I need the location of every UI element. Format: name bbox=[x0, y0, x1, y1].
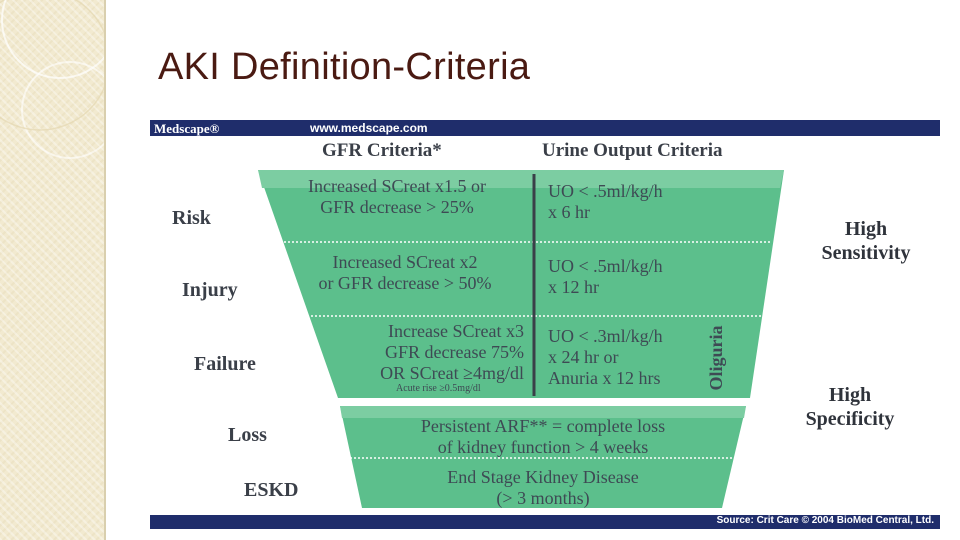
stage-failure: Failure bbox=[194, 353, 256, 375]
decorative-side-strip bbox=[0, 0, 106, 540]
outcome-eskd-text: End Stage Kidney Disease (> 3 months) bbox=[364, 467, 722, 509]
urine-criteria-failure: UO < .3ml/kg/h x 24 hr or Anuria x 12 hr… bbox=[548, 326, 718, 389]
strip-border bbox=[104, 0, 106, 540]
high-sensitivity-line-2: Sensitivity bbox=[821, 242, 911, 264]
figure-footer-bar: Source: Crit Care © 2004 BioMed Central,… bbox=[150, 515, 940, 529]
lower-funnel bbox=[340, 406, 746, 508]
high-specificity-line-1: High bbox=[828, 384, 872, 406]
outcome-loss-text: Persistent ARF** = complete loss of kidn… bbox=[356, 416, 730, 458]
loss-line-2: of kidney function > 4 weeks bbox=[437, 437, 649, 457]
gfr-criteria-failure: Increase SCreat x3 GFR decrease 75% OR S… bbox=[284, 321, 524, 384]
eskd-line-2: (> 3 months) bbox=[496, 488, 590, 508]
urine-output-criteria-header: Urine Output Criteria bbox=[542, 140, 723, 161]
high-specificity-label: High Specificity bbox=[780, 383, 920, 431]
rifle-criteria-figure: Medscape® www.medscape.com GFR Criteria*… bbox=[150, 118, 940, 531]
urine-failure-line-2: x 24 hr or bbox=[548, 347, 619, 367]
urine-injury-line-2: x 12 hr bbox=[548, 277, 599, 297]
decorative-circles bbox=[0, 0, 106, 159]
funnel-diagram bbox=[258, 170, 784, 508]
high-sensitivity-label: High Sensitivity bbox=[796, 217, 936, 265]
urine-failure-line-1: UO < .3ml/kg/h bbox=[548, 326, 663, 346]
gfr-risk-line-1: Increased SCreat x1.5 or bbox=[308, 176, 486, 196]
high-sensitivity-line-1: High bbox=[844, 218, 888, 240]
loss-line-1: Persistent ARF** = complete loss bbox=[420, 416, 666, 436]
upper-funnel-highlight bbox=[258, 170, 784, 188]
gfr-risk-line-2: GFR decrease > 25% bbox=[320, 197, 474, 217]
medscape-logo: Medscape® bbox=[154, 121, 220, 136]
site-url: www.medscape.com bbox=[310, 121, 428, 135]
eskd-line-1: End Stage Kidney Disease bbox=[447, 467, 639, 487]
lower-funnel-highlight bbox=[340, 406, 746, 418]
gfr-failure-line-2: GFR decrease 75% bbox=[385, 342, 524, 362]
gfr-failure-line-1: Increase SCreat x3 bbox=[388, 321, 524, 341]
slide-title: AKI Definition-Criteria bbox=[158, 46, 531, 88]
urine-injury-line-1: UO < .5ml/kg/h bbox=[548, 256, 663, 276]
gfr-injury-line-2: or GFR decrease > 50% bbox=[318, 273, 492, 293]
urine-risk-line-2: x 6 hr bbox=[548, 202, 590, 222]
gfr-criteria-injury: Increased SCreat x2 or GFR decrease > 50… bbox=[286, 252, 524, 294]
upper-funnel bbox=[258, 170, 784, 398]
outcome-eskd: ESKD bbox=[244, 479, 299, 501]
gfr-criteria-risk: Increased SCreat x1.5 or GFR decrease > … bbox=[272, 176, 522, 218]
oliguria-label: Oliguria bbox=[706, 325, 726, 391]
gfr-failure-note: Acute rise ≥0.5mg/dl bbox=[396, 383, 481, 394]
stage-injury: Injury bbox=[182, 279, 238, 301]
source-credit: Source: Crit Care © 2004 BioMed Central,… bbox=[716, 515, 934, 526]
outcome-loss: Loss bbox=[228, 424, 267, 446]
gfr-failure-line-3: OR SCreat ≥4mg/dl bbox=[380, 363, 524, 383]
gfr-injury-line-1: Increased SCreat x2 bbox=[332, 252, 478, 272]
urine-risk-line-1: UO < .5ml/kg/h bbox=[548, 181, 663, 201]
stage-risk: Risk bbox=[172, 207, 211, 229]
high-specificity-line-2: Specificity bbox=[805, 408, 895, 430]
figure-header-bar: Medscape® www.medscape.com bbox=[150, 120, 940, 136]
gfr-criteria-header: GFR Criteria* bbox=[322, 140, 442, 161]
urine-criteria-injury: UO < .5ml/kg/h x 12 hr bbox=[548, 256, 748, 298]
urine-failure-line-3: Anuria x 12 hrs bbox=[548, 368, 661, 388]
urine-criteria-risk: UO < .5ml/kg/h x 6 hr bbox=[548, 181, 748, 223]
